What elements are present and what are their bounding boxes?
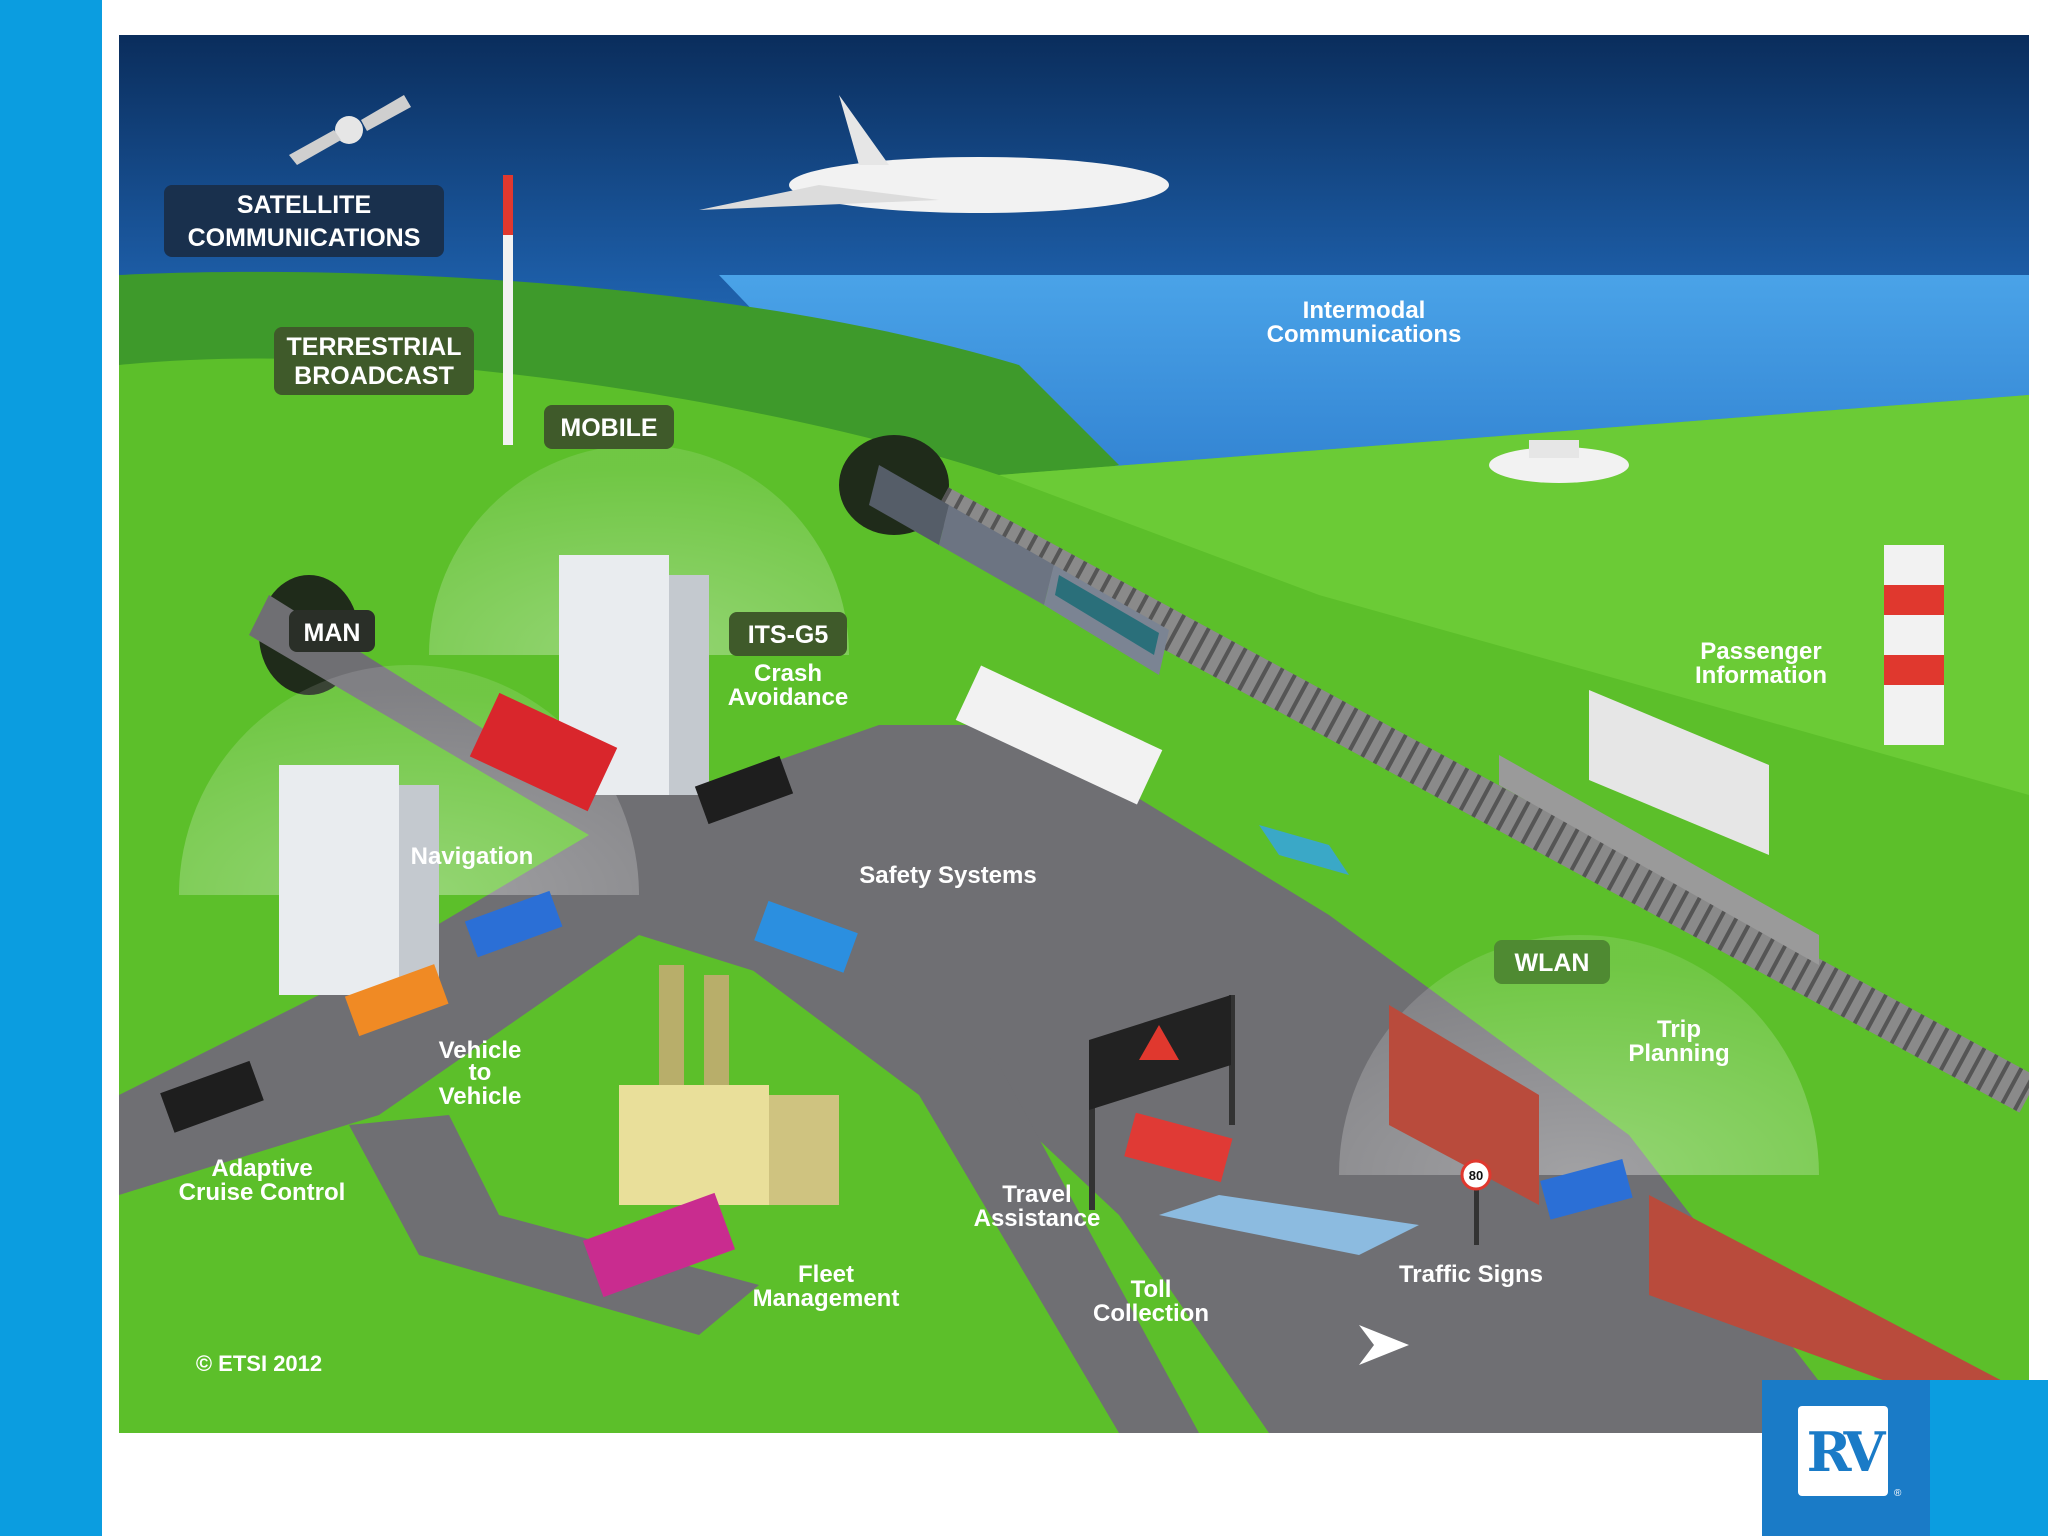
fleet-management-label-line1: Fleet bbox=[798, 1261, 854, 1288]
mobile-label: MOBILE bbox=[560, 414, 657, 442]
intermodal-label-line2: Communications bbox=[1267, 321, 1462, 348]
satellite-label-line2: COMMUNICATIONS bbox=[188, 224, 421, 252]
itsg5-label: ITS-G5 bbox=[748, 621, 829, 649]
brand-logo-registered: ® bbox=[1894, 1488, 1901, 1499]
wlan-label: WLAN bbox=[1515, 949, 1590, 977]
crash-avoidance-label-line1: Crash bbox=[754, 660, 822, 687]
brand-logo-box: RV ® bbox=[1762, 1380, 1930, 1536]
v2v-label-line2: to bbox=[469, 1059, 492, 1086]
office-tower-left bbox=[279, 765, 439, 995]
acc-label-line1: Adaptive bbox=[211, 1155, 312, 1182]
navigation-label: Navigation bbox=[411, 843, 534, 870]
satellite-label-line1: SATELLITE bbox=[237, 191, 371, 219]
copyright-label: © ETSI 2012 bbox=[196, 1351, 322, 1376]
passenger-info-label-line2: Information bbox=[1695, 662, 1827, 689]
brand-logo-text: RV bbox=[1798, 1420, 1888, 1484]
crash-avoidance-label-line2: Avoidance bbox=[728, 684, 848, 711]
passenger-info-label-line1: Passenger bbox=[1700, 638, 1821, 665]
left-brand-band bbox=[0, 0, 102, 1536]
travel-assistance-label-line1: Travel bbox=[1002, 1181, 1071, 1208]
toll-collection-label-line2: Collection bbox=[1093, 1300, 1209, 1327]
lighthouse bbox=[1884, 545, 1944, 745]
trip-planning-label-line2: Planning bbox=[1628, 1040, 1729, 1067]
safety-systems-label: Safety Systems bbox=[859, 862, 1036, 889]
fleet-management-label-line2: Management bbox=[753, 1285, 900, 1312]
speed-limit-value: 80 bbox=[1469, 1168, 1483, 1183]
trip-planning-label-line1: Trip bbox=[1657, 1016, 1701, 1043]
acc-label-line2: Cruise Control bbox=[179, 1179, 346, 1206]
toll-collection-label-line1: Toll bbox=[1131, 1276, 1172, 1303]
right-brand-band bbox=[1930, 1380, 2048, 1536]
terrestrial-label-line1: TERRESTRIAL bbox=[287, 333, 462, 361]
brand-logo-mark: RV bbox=[1798, 1406, 1888, 1496]
man-label: MAN bbox=[304, 619, 361, 647]
its-communications-illustration: 80 SATELLITE COMMUNICATIONS TERRESTRIAL … bbox=[119, 35, 2029, 1433]
intermodal-label-line1: Intermodal bbox=[1303, 297, 1426, 324]
terrestrial-label-line2: BROADCAST bbox=[294, 362, 454, 390]
v2v-label-line3: Vehicle bbox=[439, 1083, 522, 1110]
transmission-tower bbox=[503, 175, 513, 445]
travel-assistance-label-line2: Assistance bbox=[974, 1205, 1101, 1232]
traffic-signs-label: Traffic Signs bbox=[1399, 1261, 1543, 1288]
